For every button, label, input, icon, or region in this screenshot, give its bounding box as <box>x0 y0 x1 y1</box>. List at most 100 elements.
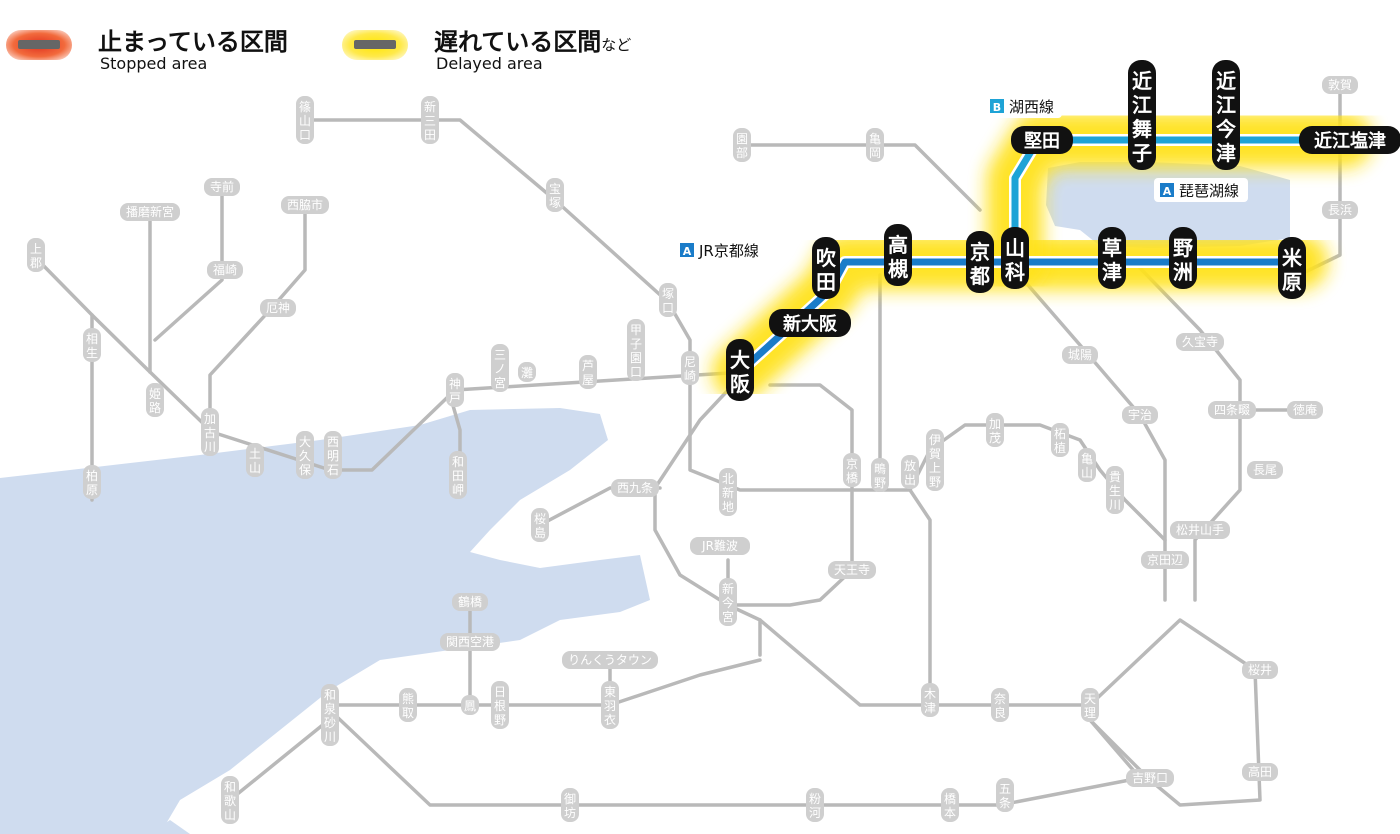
station-label[interactable]: 新三田 <box>421 96 439 144</box>
svg-text:久宝寺: 久宝寺 <box>1182 335 1218 349</box>
station-label[interactable]: 関西空港 <box>440 633 500 651</box>
station-label[interactable]: 粉河 <box>806 788 824 822</box>
station-label[interactable]: 御坊 <box>561 788 579 822</box>
station-label[interactable]: 鳳 <box>461 695 479 715</box>
station-label[interactable]: 鴫野 <box>871 458 889 492</box>
major-station-label[interactable]: 近江塩津 <box>1299 126 1400 154</box>
station-label[interactable]: 久宝寺 <box>1176 333 1224 351</box>
stopped-swatch <box>6 30 72 60</box>
station-label[interactable]: 奈良 <box>991 688 1009 722</box>
station-label[interactable]: 土山 <box>246 443 264 477</box>
station-label[interactable]: 大久保 <box>296 431 314 479</box>
station-label[interactable]: JR難波 <box>690 537 750 555</box>
station-label[interactable]: 天理 <box>1081 688 1099 722</box>
station-label[interactable]: 厄神 <box>260 299 296 317</box>
station-label[interactable]: 宝塚 <box>546 178 564 212</box>
station-label[interactable]: 天王寺 <box>828 561 876 579</box>
station-label[interactable]: 亀山 <box>1078 448 1096 482</box>
station-label[interactable]: 日根野 <box>491 681 509 729</box>
major-station-label[interactable]: 山科 <box>1001 227 1029 289</box>
station-label[interactable]: 神戸 <box>446 373 464 407</box>
station-label[interactable]: 北新地 <box>719 468 737 516</box>
station-label[interactable]: 灘 <box>518 362 536 382</box>
station-label[interactable]: 木津 <box>921 683 939 717</box>
svg-text:崎: 崎 <box>684 369 696 383</box>
station-label[interactable]: 和田岬 <box>449 451 467 499</box>
svg-text:郡: 郡 <box>30 256 42 270</box>
svg-text:和: 和 <box>324 688 336 702</box>
svg-text:大: 大 <box>730 348 750 372</box>
major-station-label[interactable]: 吹田 <box>812 237 840 299</box>
major-station-label[interactable]: 草津 <box>1098 227 1126 289</box>
station-label[interactable]: 西明石 <box>324 431 342 479</box>
station-label[interactable]: 西九条 <box>611 479 659 497</box>
station-label[interactable]: 和歌山 <box>221 776 239 824</box>
major-station-label[interactable]: 高槻 <box>884 224 912 286</box>
svg-text:橋: 橋 <box>846 471 858 485</box>
station-label[interactable]: 高田 <box>1242 763 1278 781</box>
station-label[interactable]: 園部 <box>733 128 751 162</box>
station-label[interactable]: 柏原 <box>83 465 101 499</box>
major-station-label[interactable]: 大阪 <box>726 339 754 401</box>
station-label[interactable]: 吉野口 <box>1126 769 1174 787</box>
station-label[interactable]: 三ノ宮 <box>491 344 509 392</box>
station-label[interactable]: 新今宮 <box>719 578 737 626</box>
major-station-label[interactable]: 京都 <box>966 231 994 293</box>
station-label[interactable]: 敦賀 <box>1322 76 1358 94</box>
station-label[interactable]: 城陽 <box>1062 346 1098 364</box>
station-label[interactable]: 上郡 <box>27 238 45 272</box>
svg-text:今: 今 <box>1216 117 1237 141</box>
major-station-label[interactable]: 野洲 <box>1169 227 1197 289</box>
station-label[interactable]: りんくうタウン <box>562 651 658 669</box>
station-label[interactable]: 尼崎 <box>681 351 699 385</box>
station-label[interactable]: 京橋 <box>843 453 861 487</box>
svg-text:植: 植 <box>1054 440 1066 455</box>
station-label[interactable]: 桜井 <box>1242 661 1278 679</box>
svg-text:粉: 粉 <box>809 792 821 806</box>
station-label[interactable]: 京田辺 <box>1141 551 1189 569</box>
station-label[interactable]: 桜島 <box>531 508 549 542</box>
station-label[interactable]: 播磨新宮 <box>120 203 180 221</box>
station-label[interactable]: 西脇市 <box>281 196 329 214</box>
station-label[interactable]: 相生 <box>83 328 101 362</box>
svg-text:子: 子 <box>1132 141 1152 165</box>
station-label[interactable]: 放出 <box>901 455 919 489</box>
svg-text:亀: 亀 <box>869 132 881 146</box>
major-station-label[interactable]: 米原 <box>1278 237 1306 299</box>
station-label[interactable]: 長尾 <box>1247 461 1283 479</box>
svg-text:亀: 亀 <box>1081 452 1093 466</box>
major-station-label[interactable]: 新大阪 <box>769 309 851 337</box>
station-label[interactable]: 宇治 <box>1122 406 1158 424</box>
station-label[interactable]: 寺前 <box>204 178 240 196</box>
svg-text:宝: 宝 <box>549 182 561 196</box>
station-label[interactable]: 四条畷 <box>1208 401 1256 419</box>
water-area <box>0 408 650 834</box>
station-label[interactable]: 芦屋 <box>579 355 597 389</box>
major-station-label[interactable]: 堅田 <box>1011 126 1073 154</box>
station-label[interactable]: 松井山手 <box>1170 521 1230 539</box>
svg-text:徳庵: 徳庵 <box>1293 402 1317 417</box>
station-label[interactable]: 塚口 <box>659 283 677 317</box>
station-label[interactable]: 徳庵 <box>1287 401 1323 419</box>
station-label[interactable]: 篠山口 <box>296 96 314 144</box>
svg-text:上: 上 <box>30 242 42 256</box>
station-label[interactable]: 亀岡 <box>866 128 884 162</box>
station-label[interactable]: 福崎 <box>207 261 243 279</box>
station-label[interactable]: 熊取 <box>399 688 417 722</box>
station-label[interactable]: 姫路 <box>146 383 164 417</box>
station-label[interactable]: 長浜 <box>1322 201 1358 219</box>
station-label[interactable]: 加茂 <box>986 413 1004 447</box>
station-label[interactable]: 五条 <box>996 778 1014 812</box>
station-label[interactable]: 柘植 <box>1051 423 1069 457</box>
station-label[interactable]: 東羽衣 <box>601 681 619 729</box>
station-label[interactable]: 鶴橋 <box>452 593 488 611</box>
station-label[interactable]: 貴生川 <box>1106 466 1124 514</box>
svg-text:保: 保 <box>299 463 311 477</box>
station-label[interactable]: 加古川 <box>201 408 219 456</box>
station-label[interactable]: 橋本 <box>941 788 959 822</box>
